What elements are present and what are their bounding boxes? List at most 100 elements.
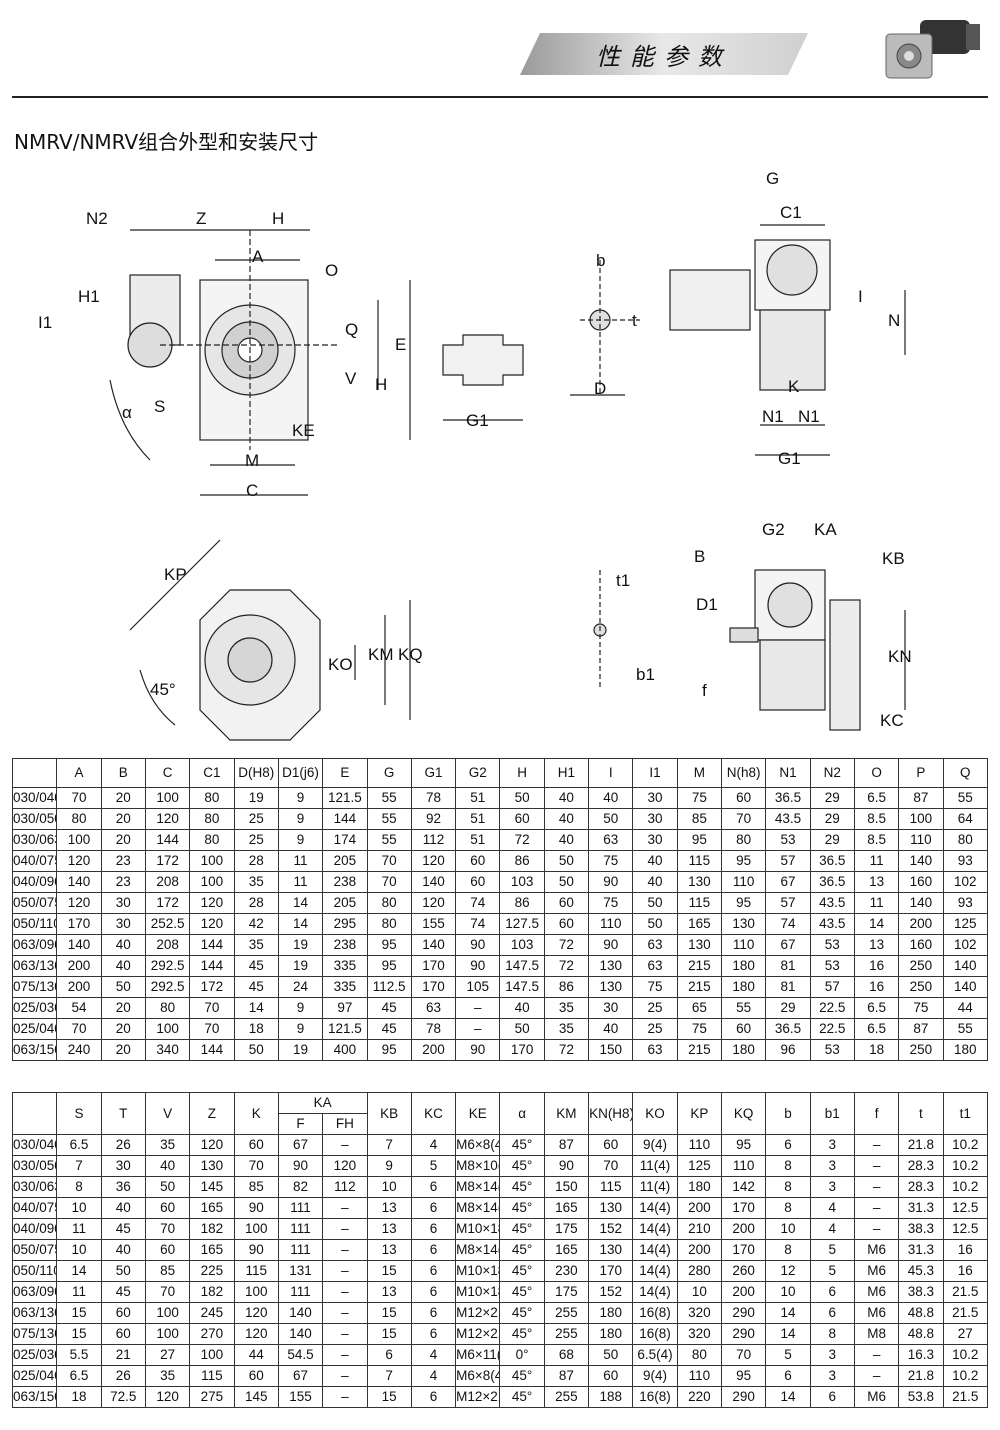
label-Z: Z — [196, 209, 206, 228]
table-cell: 45° — [499, 1365, 545, 1387]
table-cell: 20 — [100, 829, 146, 851]
header-banner: 性能参数 — [520, 33, 808, 75]
table-cell: 292.5 — [144, 976, 191, 998]
column-header: O — [853, 758, 900, 788]
table-row: 050/110145085225115131–156M10×18(8)45°23… — [11, 1260, 989, 1282]
label-f: f — [702, 681, 707, 700]
table-cell: 80 — [720, 829, 767, 851]
table-cell: 165 — [543, 1197, 590, 1219]
row-model: 063/150 — [11, 1039, 58, 1061]
table-cell: 30 — [100, 892, 146, 914]
label-G1: G1 — [466, 411, 489, 430]
table-cell: 130 — [588, 955, 634, 977]
table-cell: 45° — [499, 1176, 545, 1198]
table-cell: 100 — [144, 787, 191, 809]
table-row: 030/040702010080199121.55578515040403075… — [11, 787, 989, 809]
table-row: 063/090140402081443519238951409010372906… — [11, 934, 989, 956]
table-cell: 6 — [410, 1176, 457, 1198]
table-cell: 15 — [366, 1323, 412, 1345]
table-cell: 250 — [898, 1039, 944, 1061]
table-cell: – — [322, 1260, 368, 1282]
table-cell: 21.5 — [942, 1386, 989, 1408]
table-cell: 35 — [144, 1365, 191, 1387]
table-cell: 43.5 — [765, 808, 811, 830]
column-header: S — [56, 1092, 102, 1135]
table-cell: 70 — [588, 1155, 634, 1177]
table-cell: 95 — [720, 1134, 767, 1156]
table-cell: 80 — [189, 829, 235, 851]
column-header: KQ — [720, 1092, 767, 1135]
row-model: 040/090 — [11, 1218, 58, 1240]
label-I1: I1 — [38, 313, 52, 332]
table-cell: 140 — [56, 934, 102, 956]
column-header: E — [322, 758, 368, 788]
table-cell: 78 — [410, 1018, 457, 1040]
table-cell: 140 — [898, 892, 944, 914]
column-header — [11, 758, 58, 788]
table-cell: 85 — [144, 1260, 191, 1282]
table-cell: 225 — [189, 1260, 235, 1282]
table-cell: 16(8) — [632, 1302, 678, 1324]
table-cell: 50 — [543, 850, 590, 872]
table-cell: 20 — [100, 787, 146, 809]
table-cell: M6 — [853, 1260, 900, 1282]
table-cell: 40 — [100, 1239, 146, 1261]
table-cell: 15 — [56, 1323, 102, 1345]
table-cell: 290 — [720, 1302, 767, 1324]
row-model: 025/030 — [11, 997, 58, 1019]
table-cell: M6×8(4) — [455, 1365, 501, 1387]
label-H: H — [375, 375, 387, 394]
table-cell: 120 — [233, 1323, 279, 1345]
table-cell: 120 — [189, 892, 235, 914]
table-cell: 75 — [588, 892, 634, 914]
column-header: I1 — [632, 758, 678, 788]
table-row: 040/090114570182100111–136M10×18(8)45°17… — [11, 1218, 989, 1240]
table-cell: 60 — [588, 1134, 634, 1156]
table-cell: 50 — [543, 871, 590, 893]
table-cell: 40 — [588, 1018, 634, 1040]
table-cell: 60 — [720, 1018, 767, 1040]
label-A: A — [252, 247, 264, 266]
table-cell: 115 — [189, 1365, 235, 1387]
table-cell: 70 — [720, 808, 767, 830]
table-row: 040/07510406016590111–136M8×14(8)45°1651… — [11, 1197, 989, 1219]
table-cell: – — [853, 1344, 900, 1366]
table-cell: 180 — [720, 976, 767, 998]
table-cell: 3 — [809, 1365, 855, 1387]
table-cell: M6 — [853, 1302, 900, 1324]
table-cell: 7 — [366, 1134, 412, 1156]
table-cell: 200 — [720, 1281, 767, 1303]
table-cell: 45° — [499, 1260, 545, 1282]
table-cell: 9 — [366, 1155, 412, 1177]
table-cell: 238 — [322, 934, 368, 956]
table-cell: 53 — [809, 955, 855, 977]
table-cell: 270 — [189, 1323, 235, 1345]
table-cell: 55 — [942, 787, 989, 809]
table-cell: 14 — [277, 892, 324, 914]
table-cell: 70 — [189, 997, 235, 1019]
column-header — [11, 1092, 58, 1135]
column-header: C — [144, 758, 191, 788]
table-cell: 140 — [277, 1302, 324, 1324]
column-header: N1 — [765, 758, 811, 788]
table-cell: 130 — [720, 913, 767, 935]
table-cell: – — [455, 1018, 501, 1040]
table-cell: 45.3 — [898, 1260, 944, 1282]
label-D1: D1 — [696, 595, 718, 614]
banner-title: 性能参数 — [596, 42, 732, 71]
table-cell: 8 — [765, 1155, 811, 1177]
table-cell: 63 — [410, 997, 457, 1019]
row-model: 030/050 — [11, 808, 58, 830]
table-cell: 130 — [676, 934, 723, 956]
row-model: 040/090 — [11, 871, 58, 893]
table-cell: 55 — [366, 787, 412, 809]
table-cell: 200 — [720, 1218, 767, 1240]
table-cell: 16(8) — [632, 1386, 678, 1408]
table-cell: 75 — [632, 976, 678, 998]
table-cell: 70 — [366, 871, 412, 893]
column-header: M — [676, 758, 723, 788]
table-cell: 255 — [543, 1323, 590, 1345]
table-cell: – — [322, 1197, 368, 1219]
